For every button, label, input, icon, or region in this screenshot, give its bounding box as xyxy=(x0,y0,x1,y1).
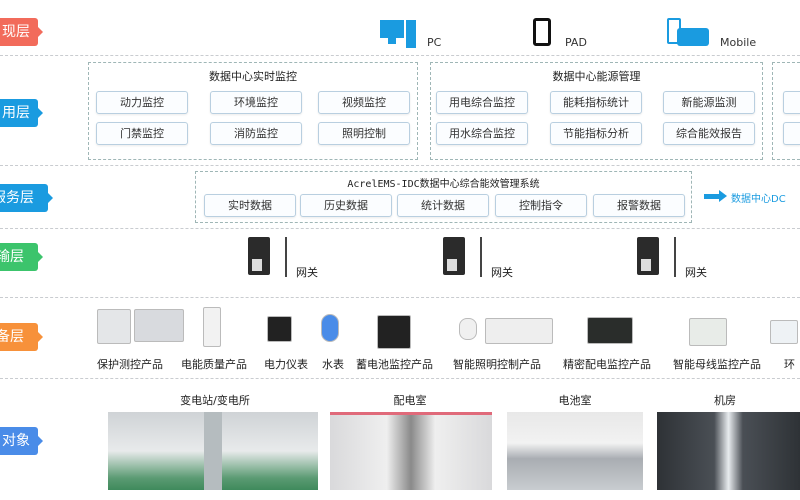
realtime-data-button[interactable]: 实时数据 xyxy=(204,194,296,217)
pc-icon xyxy=(380,20,418,50)
device-label: 水表 xyxy=(322,358,344,371)
object-caption: 变电站/变电所 xyxy=(180,394,250,407)
layer-tag-service: 服务层 xyxy=(0,184,53,212)
layer-tag-device: 备层 xyxy=(0,323,43,351)
environment-device-image xyxy=(770,320,798,344)
saving-analysis-button[interactable]: 节能指标分析 xyxy=(550,122,642,145)
new-energy-button[interactable]: 新能源监测 xyxy=(663,91,755,114)
substation-photo xyxy=(108,412,318,490)
device-label: 保护测控产品 xyxy=(97,358,163,371)
antenna-icon xyxy=(285,237,287,277)
divider xyxy=(0,55,800,56)
alarm-data-button[interactable]: 报警数据 xyxy=(593,194,685,217)
device-label: 电力仪表 xyxy=(264,358,308,371)
access-monitor-button[interactable]: 门禁监控 xyxy=(96,122,188,145)
divider xyxy=(0,228,800,229)
arrow-head xyxy=(719,190,727,202)
fire-monitor-button[interactable]: 消防监控 xyxy=(210,122,302,145)
gateway-label: 网关 xyxy=(296,266,318,279)
video-monitor-button[interactable]: 视频监控 xyxy=(318,91,410,114)
object-caption: 机房 xyxy=(714,394,736,407)
battery-room-photo xyxy=(507,412,643,490)
power-meter-image xyxy=(267,316,292,342)
energy-stats-button[interactable]: 能耗指标统计 xyxy=(550,91,642,114)
stats-data-button[interactable]: 统计数据 xyxy=(397,194,489,217)
server-room-photo xyxy=(657,412,800,490)
mobile-icon xyxy=(667,18,711,48)
antenna-icon xyxy=(480,237,482,277)
arrow-right-icon xyxy=(704,194,720,199)
ems-system-group: AcrelEMS-IDC数据中心综合能效管理系统 实时数据 历史数据 统计数据 … xyxy=(195,171,692,223)
divider xyxy=(0,165,800,166)
precision-distribution-image xyxy=(587,317,633,344)
history-data-button[interactable]: 历史数据 xyxy=(300,194,392,217)
device-label: 环 xyxy=(784,358,795,371)
group-title: 数据中心实时监控 xyxy=(209,70,297,83)
gateway-label: 网关 xyxy=(685,266,707,279)
layer-tag-application: 用层 xyxy=(0,99,43,127)
protection-device-image xyxy=(134,309,184,342)
third-group xyxy=(772,62,800,160)
power-quality-device-image xyxy=(203,307,221,347)
environment-monitor-button[interactable]: 环境监控 xyxy=(210,91,302,114)
group-title: 数据中心能源管理 xyxy=(552,70,641,83)
realtime-monitor-group: 数据中心实时监控 动力监控 环境监控 视频监控 门禁监控 消防监控 照明控制 xyxy=(88,62,418,160)
divider xyxy=(0,297,800,298)
datacenter-dc-label: 数据中心DC xyxy=(731,194,786,205)
lighting-control-image xyxy=(459,318,477,340)
pad-label: PAD xyxy=(565,36,587,49)
power-monitor-button[interactable]: 动力监控 xyxy=(96,91,188,114)
gateway-icon xyxy=(637,237,659,275)
control-command-button[interactable]: 控制指令 xyxy=(495,194,587,217)
layer-tag-transport: 输层 xyxy=(0,243,43,271)
efficiency-report-button[interactable]: 综合能效报告 xyxy=(663,122,755,145)
antenna-icon xyxy=(674,237,676,277)
gateway-icon xyxy=(443,237,465,275)
pc-label: PC xyxy=(427,36,442,49)
layer-tag-object: 对象 xyxy=(0,427,43,455)
device-label: 电能质量产品 xyxy=(181,358,247,371)
busbar-monitor-image xyxy=(689,318,727,346)
water-monitor-button[interactable]: 用水综合监控 xyxy=(436,122,528,145)
system-title: AcrelEMS-IDC数据中心综合能效管理系统 xyxy=(347,179,540,190)
electricity-monitor-button[interactable]: 用电综合监控 xyxy=(436,91,528,114)
group-button[interactable] xyxy=(783,91,800,114)
layer-tag-display: 现层 xyxy=(0,18,43,46)
divider xyxy=(0,378,800,379)
distribution-room-photo xyxy=(330,412,492,490)
device-label: 蓄电池监控产品 xyxy=(356,358,433,371)
battery-monitor-image xyxy=(377,315,411,349)
gateway-icon xyxy=(248,237,270,275)
lighting-control-button[interactable]: 照明控制 xyxy=(318,122,410,145)
energy-management-group: 数据中心能源管理 用电综合监控 能耗指标统计 新能源监测 用水综合监控 节能指标… xyxy=(430,62,763,160)
device-label: 智能母线监控产品 xyxy=(673,358,761,371)
group-button[interactable] xyxy=(783,122,800,145)
mobile-label: Mobile xyxy=(720,36,757,49)
gateway-label: 网关 xyxy=(491,266,513,279)
lighting-control-image xyxy=(485,318,553,344)
water-meter-image xyxy=(321,314,339,342)
pad-icon xyxy=(533,18,551,46)
device-label: 智能照明控制产品 xyxy=(453,358,541,371)
object-caption: 电池室 xyxy=(558,394,592,407)
protection-device-image xyxy=(97,309,131,344)
device-label: 精密配电监控产品 xyxy=(563,358,651,371)
object-caption: 配电室 xyxy=(393,394,427,407)
